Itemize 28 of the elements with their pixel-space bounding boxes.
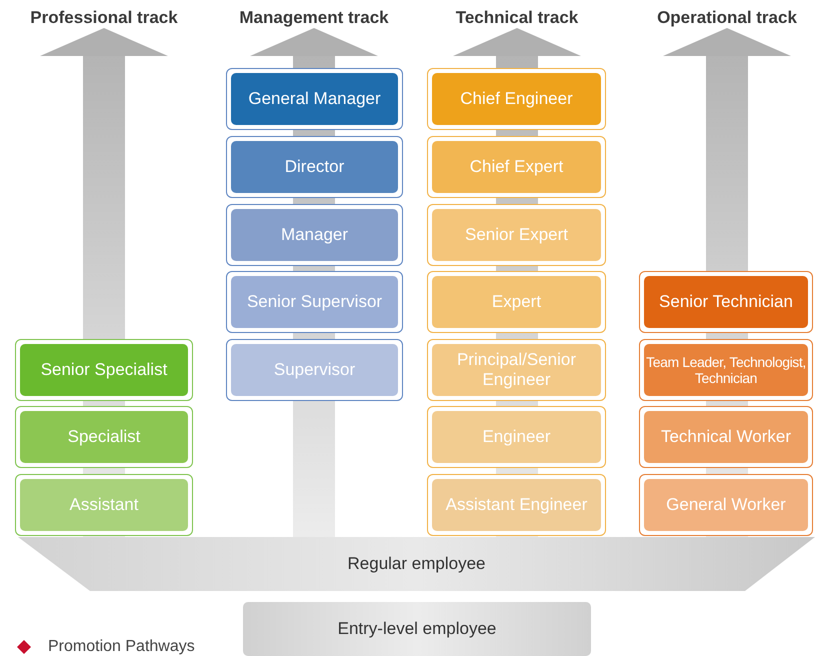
position-label: Assistant Engineer	[432, 479, 601, 531]
track-heading: Professional track	[29, 8, 179, 29]
position-label: Assistant	[20, 479, 188, 531]
position-label: Principal/Senior Engineer	[432, 344, 601, 396]
track-heading: Technical track	[454, 8, 580, 29]
position-label: Supervisor	[231, 344, 398, 396]
legend-text: Promotion Pathways	[48, 638, 195, 656]
position-label: Senior Supervisor	[231, 276, 398, 328]
position-label: Senior Technician	[644, 276, 808, 328]
position-label: Chief Expert	[432, 141, 601, 193]
position-label: Expert	[432, 276, 601, 328]
position-label: Team Leader, Technologist, Technician	[644, 344, 808, 396]
entry-label: Entry-level employee	[338, 619, 496, 639]
position-label: Technical Worker	[644, 411, 808, 463]
track-heading: Operational track	[656, 8, 798, 29]
position-label: Chief Engineer	[432, 73, 601, 125]
base-band	[18, 537, 815, 591]
entry-box	[243, 602, 591, 656]
position-label: Specialist	[20, 411, 188, 463]
position-label: Director	[231, 141, 398, 193]
position-label: Senior Expert	[432, 209, 601, 261]
track-heading: Management track	[238, 8, 390, 29]
position-label: General Manager	[231, 73, 398, 125]
position-label: General Worker	[644, 479, 808, 531]
position-label: Engineer	[432, 411, 601, 463]
position-label: Senior Specialist	[20, 344, 188, 396]
band-label: Regular employee	[348, 554, 486, 574]
position-label: Manager	[231, 209, 398, 261]
